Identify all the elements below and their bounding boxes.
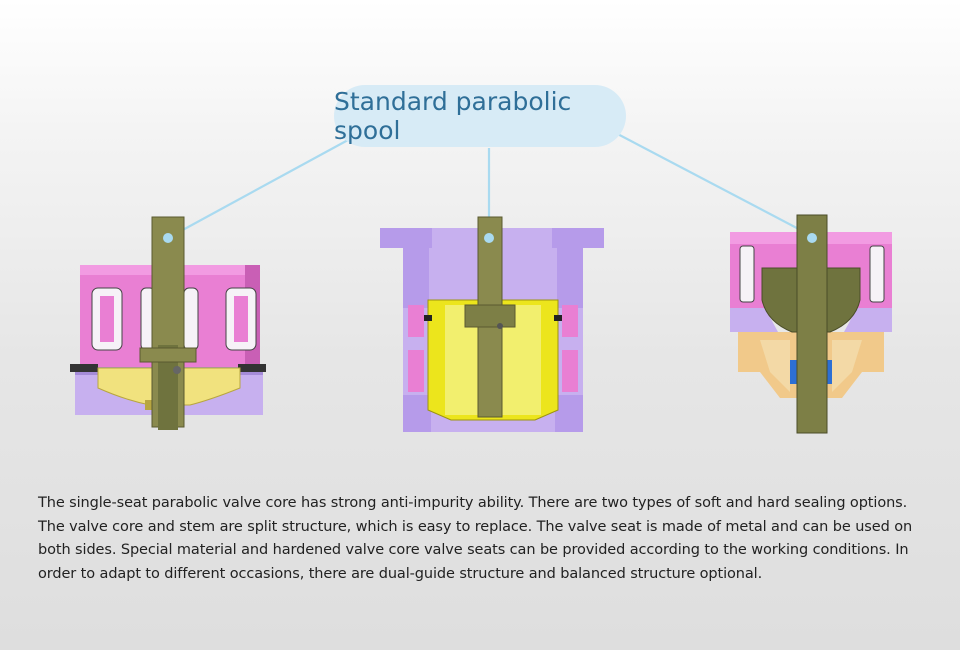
stem-right <box>796 214 828 434</box>
valve-spool-diagram <box>70 129 892 434</box>
leader-line-left <box>167 139 349 239</box>
description-text: The single-seat parabolic valve core has… <box>38 495 913 582</box>
leader-line-right <box>609 129 813 237</box>
callout-bubble: Standard parabolic spool <box>334 85 626 147</box>
spool-assembly-middle <box>380 216 604 432</box>
spool-assembly-right <box>730 214 892 434</box>
callout-label: Standard parabolic spool <box>334 87 572 145</box>
spool-assembly-left <box>70 216 266 430</box>
leader-dots <box>163 233 817 243</box>
